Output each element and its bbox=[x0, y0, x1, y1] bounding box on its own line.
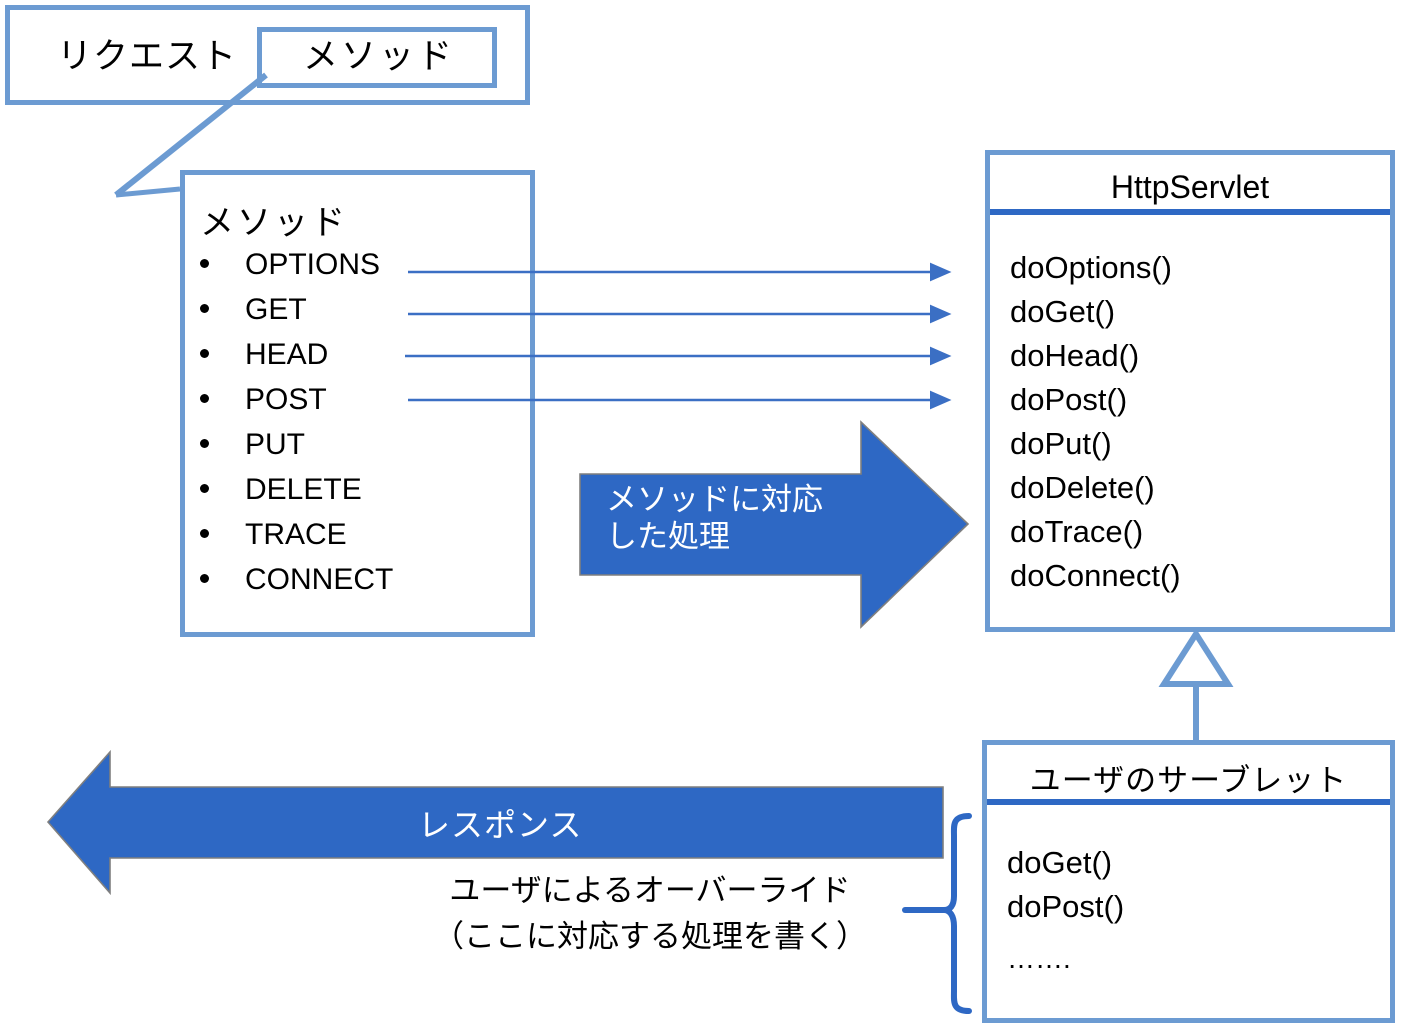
method-list: OPTIONS GET HEAD POST PUT DELETE TRACE bbox=[195, 248, 525, 608]
class-divider bbox=[990, 209, 1390, 215]
method-list-box bbox=[180, 170, 535, 637]
bullet-icon bbox=[200, 484, 209, 493]
class-divider bbox=[987, 799, 1390, 805]
request-method-label: メソッド bbox=[303, 37, 456, 77]
bullet-icon bbox=[200, 574, 209, 583]
httpservlet-method-list: doOptions() doGet() doHead() doPost() do… bbox=[1010, 250, 1181, 602]
override-note-line2: （ここに対応する処理を書く） bbox=[433, 919, 867, 955]
method-name: HEAD bbox=[245, 338, 329, 371]
list-item: doGet() bbox=[1010, 294, 1116, 329]
list-item: DELETE bbox=[195, 473, 525, 518]
process-arrow-line2: した処理 bbox=[606, 519, 730, 555]
method-name: PUT bbox=[245, 428, 305, 461]
list-item: HEAD bbox=[195, 338, 525, 383]
method-name: TRACE bbox=[245, 518, 347, 551]
list-item: TRACE bbox=[195, 518, 525, 563]
override-note-line1: ユーザによるオーバーライド bbox=[449, 873, 851, 909]
bullet-icon bbox=[200, 394, 209, 403]
override-note: ユーザによるオーバーライド （ここに対応する処理を書く） bbox=[390, 868, 910, 960]
bullet-icon bbox=[200, 304, 209, 313]
httpservlet-title: HttpServlet bbox=[1110, 169, 1270, 205]
list-item: doOptions() bbox=[1010, 250, 1172, 285]
list-item: doGet() bbox=[1007, 845, 1113, 880]
list-item: PUT bbox=[195, 428, 525, 473]
httpservlet-class-box: HttpServlet doOptions() doGet() doHead()… bbox=[985, 150, 1395, 632]
list-item: GET bbox=[195, 293, 525, 338]
list-item: doHead() bbox=[1010, 338, 1140, 373]
process-arrow-line1: メソッドに対応 bbox=[606, 482, 823, 518]
method-name: CONNECT bbox=[245, 563, 394, 596]
bullet-icon bbox=[200, 529, 209, 538]
request-label: リクエスト bbox=[57, 37, 238, 77]
list-item: doPost() bbox=[1007, 889, 1125, 924]
inheritance-connector bbox=[1158, 628, 1234, 742]
method-name: DELETE bbox=[245, 473, 362, 506]
response-arrow-label: レスポンス bbox=[418, 806, 583, 844]
user-servlet-title: ユーザのサーブレット bbox=[1029, 763, 1348, 799]
bullet-icon bbox=[200, 439, 209, 448]
bullet-icon bbox=[200, 349, 209, 358]
user-servlet-class-box: ユーザのサーブレット doGet() doPost() ……. bbox=[982, 740, 1395, 1023]
method-name: GET bbox=[245, 293, 307, 326]
list-item: doConnect() bbox=[1010, 558, 1181, 593]
user-servlet-method-list: doGet() doPost() ……. bbox=[1007, 845, 1124, 987]
list-item: doPost() bbox=[1010, 382, 1128, 417]
list-item: POST bbox=[195, 383, 525, 428]
method-name: POST bbox=[245, 383, 327, 416]
bullet-icon bbox=[200, 259, 209, 268]
process-arrow-label: メソッドに対応 した処理 bbox=[606, 482, 823, 556]
list-item: doDelete() bbox=[1010, 470, 1155, 505]
list-item: CONNECT bbox=[195, 563, 525, 608]
request-method-box bbox=[257, 27, 497, 88]
override-brace bbox=[902, 813, 972, 1014]
list-item: doPut() bbox=[1010, 426, 1112, 461]
list-item: OPTIONS bbox=[195, 248, 525, 293]
method-list-title: メソッド bbox=[200, 203, 348, 243]
method-name: OPTIONS bbox=[245, 248, 381, 281]
list-item: ……. bbox=[1007, 943, 1071, 974]
list-item: doTrace() bbox=[1010, 514, 1144, 549]
